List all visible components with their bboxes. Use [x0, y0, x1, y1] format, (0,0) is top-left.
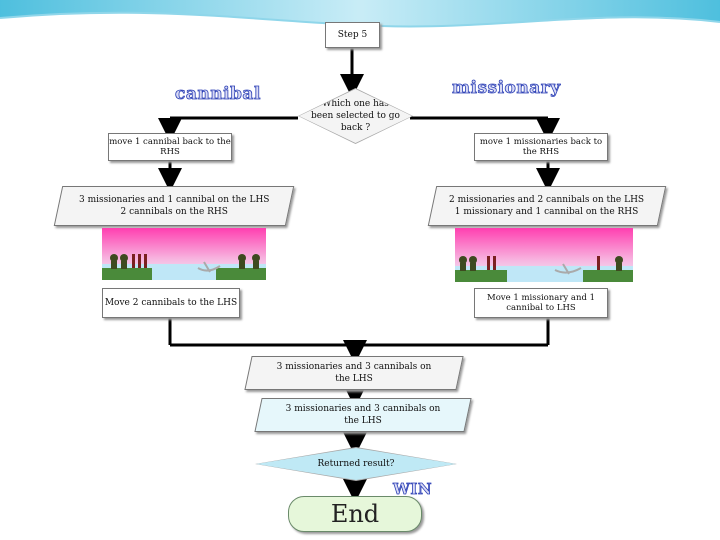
- left-boat: [197, 261, 221, 273]
- right-move-back-text: move 1 missionaries back to the RHS: [479, 137, 603, 157]
- returned-result-text: Returned result?: [317, 459, 395, 469]
- right-bank-figures: [238, 254, 260, 269]
- left-move-forward-text: Move 2 cannibals to the LHS: [104, 298, 238, 308]
- left-move-forward-box: Move 2 cannibals to the LHS: [102, 288, 240, 318]
- left-bank-figures: [110, 254, 147, 269]
- right-state-text: 2 missionaries and 2 cannibals on the LH…: [449, 195, 645, 217]
- cannibal-label: cannibal: [175, 84, 261, 105]
- right-move-back-box: move 1 missionaries back to the RHS: [474, 133, 608, 161]
- final-state-text: 3 missionaries and 3 cannibals on the LH…: [285, 404, 441, 426]
- right-bank-figures: [597, 256, 623, 271]
- merged-state-box: 3 missionaries and 3 cannibals on the LH…: [244, 356, 464, 390]
- merged-state-text: 3 missionaries and 3 cannibals on the LH…: [276, 362, 432, 384]
- step-text: Step 5: [337, 30, 368, 40]
- right-boat: [554, 263, 582, 275]
- left-move-back-box: move 1 cannibal back to the RHS: [108, 133, 232, 161]
- left-state-text: 3 missionaries and 1 cannibal on the LHS…: [78, 195, 270, 217]
- left-move-back-text: move 1 cannibal back to the RHS: [109, 137, 231, 157]
- right-move-forward-box: Move 1 missionary and 1 cannibal to LHS: [474, 288, 608, 318]
- step-box: Step 5: [325, 22, 380, 48]
- right-river-scene: [455, 228, 633, 282]
- missionary-label: missionary: [452, 78, 561, 99]
- right-move-forward-text: Move 1 missionary and 1 cannibal to LHS: [486, 293, 595, 313]
- final-state-box: 3 missionaries and 3 cannibals on the LH…: [254, 398, 472, 432]
- left-state-box: 3 missionaries and 1 cannibal on the LHS…: [53, 186, 295, 226]
- end-terminal: End: [288, 496, 422, 532]
- win-label: WIN: [393, 480, 433, 499]
- end-text: End: [330, 500, 380, 528]
- left-bank-figures: [459, 256, 496, 271]
- selection-decision-text: Which one has been selected to go back ?: [311, 99, 400, 133]
- left-river-scene: [102, 228, 266, 280]
- right-state-box: 2 missionaries and 2 cannibals on the LH…: [427, 186, 667, 226]
